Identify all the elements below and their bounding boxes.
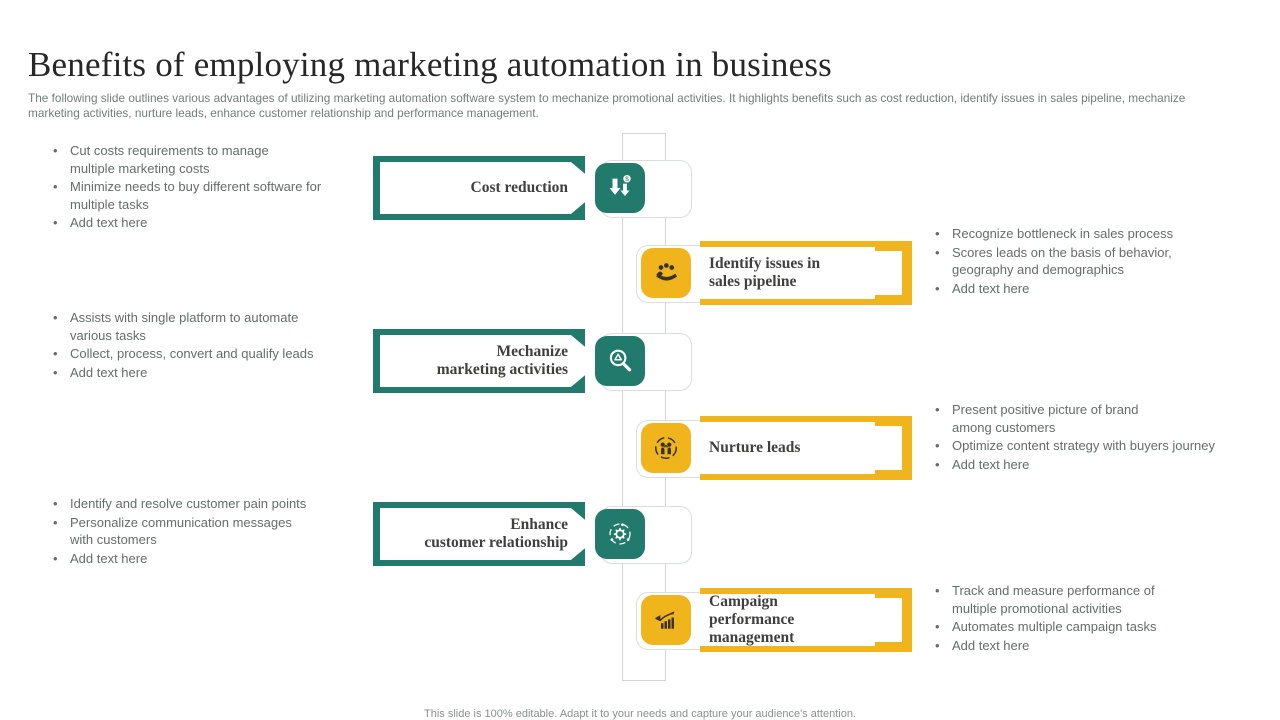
- slide-footer-note: This slide is 100% editable. Adapt it to…: [424, 708, 856, 720]
- banner-enhance-relationship: Enhance customer relationship: [380, 508, 602, 560]
- list-item: Minimize needs to buy different software…: [46, 178, 362, 213]
- hand-with-people-icon: [641, 248, 691, 298]
- slide-subtitle: The following slide outlines various adv…: [28, 90, 1186, 120]
- list-item: Collect, process, convert and qualify le…: [46, 345, 362, 363]
- timeline-item-cost-reduction: Cost reduction $: [0, 153, 1280, 223]
- list-item: Personalize communication messages with …: [46, 514, 362, 549]
- list-item: Track and measure performance of multipl…: [928, 582, 1258, 617]
- timeline-spine: [622, 133, 666, 681]
- list-item: Add text here: [46, 550, 362, 568]
- list-item: Add text here: [46, 364, 362, 382]
- list-item: Assists with single platform to automate…: [46, 309, 362, 344]
- timeline-item-mechanize-marketing: Mechanize marketing activities: [0, 326, 1280, 396]
- list-item: Automates multiple campaign tasks: [928, 618, 1258, 636]
- bullet-list-mechanize-marketing: Assists with single platform to automate…: [46, 309, 362, 382]
- bullet-list-campaign-performance: Track and measure performance of multipl…: [928, 582, 1258, 655]
- bullet-list-nurture-leads: Present positive picture of brand among …: [928, 401, 1258, 474]
- cost-reduction-icon: $: [595, 163, 645, 213]
- bullet-list-enhance-relationship: Identify and resolve customer pain point…: [46, 495, 362, 568]
- list-item: Add text here: [928, 637, 1258, 655]
- page-title: Benefits of employing marketing automati…: [28, 45, 833, 85]
- list-item: Cut costs requirements to manage multipl…: [46, 142, 362, 177]
- list-item: Optimize content strategy with buyers jo…: [928, 437, 1258, 455]
- banner-cost-reduction: Cost reduction: [380, 162, 602, 214]
- list-item: Present positive picture of brand among …: [928, 401, 1258, 436]
- banner-mechanize-marketing: Mechanize marketing activities: [380, 335, 602, 387]
- svg-text:$: $: [625, 176, 629, 183]
- list-item: Scores leads on the basis of behavior, g…: [928, 244, 1258, 279]
- timeline-item-campaign-performance: Campaign performance management: [0, 585, 1280, 655]
- magnifier-icon: [595, 336, 645, 386]
- bullet-list-identify-issues: Recognize bottleneck in sales process Sc…: [928, 225, 1258, 298]
- list-item: Add text here: [928, 280, 1258, 298]
- people-sync-icon: [641, 423, 691, 473]
- list-item: Add text here: [46, 214, 362, 232]
- timeline-item-identify-issues: Identify issues in sales pipeline: [0, 238, 1280, 308]
- timeline-item-nurture-leads: Nurture leads: [0, 413, 1280, 483]
- campaign-chart-icon: [641, 595, 691, 645]
- list-item: Add text here: [928, 456, 1258, 474]
- list-item: Identify and resolve customer pain point…: [46, 495, 362, 513]
- list-item: Recognize bottleneck in sales process: [928, 225, 1258, 243]
- gear-cycle-icon: [595, 509, 645, 559]
- bullet-list-cost-reduction: Cut costs requirements to manage multipl…: [46, 142, 362, 233]
- timeline-item-enhance-relationship: Enhance customer relationship: [0, 499, 1280, 569]
